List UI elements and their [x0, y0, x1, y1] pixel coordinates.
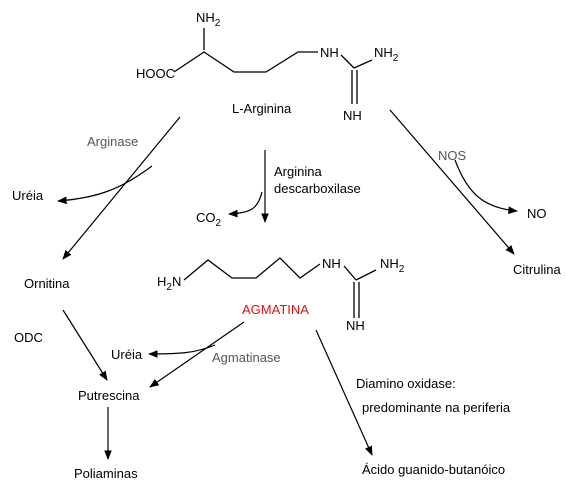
diamine-oxidase-arrow	[315, 329, 373, 456]
bond-line	[343, 265, 357, 281]
agmatine-name: AGMATINA	[242, 302, 309, 317]
co2-label: CO2	[196, 210, 222, 229]
citrulline-label: Citrulina	[513, 262, 561, 277]
decarboxylase-label-2: descarboxilase	[274, 181, 361, 196]
decarboxylase-branch: Arginina descarboxilase CO2	[196, 150, 361, 229]
arginine-name: L-Arginina	[232, 101, 292, 116]
diamine-oxidase-label-1: Diamino oxidase:	[356, 376, 456, 391]
nos-arrow	[389, 109, 515, 255]
agmatine-h2n: H2N	[157, 274, 181, 293]
agmatinase-byproduct-arrow	[148, 344, 216, 358]
agmatine-nh2: NH2	[380, 256, 405, 275]
odc-arrow	[62, 309, 108, 381]
agmatine-nh: NH	[322, 256, 341, 271]
diamine-oxidase-branch: Diamino oxidase: predominante na perifer…	[315, 329, 511, 477]
arginine-nh2-right: NH2	[374, 45, 399, 64]
arginine-nh-bottom: NH	[343, 108, 362, 123]
arginine-nh: NH	[320, 45, 339, 60]
arginine-hooc: HOOC	[136, 66, 175, 81]
agmatine-nh-bottom: NH	[346, 318, 365, 333]
agmatine-structure: H2N NH NH2 NH AGMATINA	[157, 256, 405, 333]
nos-branch: NOS NO Citrulina	[389, 109, 561, 277]
putrescine-label: Putrescina	[78, 388, 140, 403]
arginine-nh2-top: NH2	[196, 10, 221, 29]
arginase-branch: Arginase Uréia Ornitina	[12, 116, 181, 291]
bond-line	[355, 269, 377, 281]
arginase-byproduct-arrow	[57, 165, 153, 205]
agmatinase-label: Agmatinase	[212, 350, 281, 365]
odc-branch: ODC Putrescina Poliaminas	[14, 309, 140, 481]
arginase-label: Arginase	[87, 134, 138, 149]
polyamines-label: Poliaminas	[74, 466, 138, 481]
arginine-structure: NH2 HOOC NH NH2 NH L-Arginina	[136, 10, 399, 123]
agmatinase-byproduct: Uréia	[111, 347, 143, 362]
diamine-oxidase-label-2: predominante na periferia	[362, 400, 511, 415]
arginase-byproduct: Uréia	[12, 188, 44, 203]
bond-line	[340, 54, 355, 69]
bond-line	[353, 59, 373, 69]
no-arrow	[454, 159, 518, 215]
arginase-arrow	[62, 116, 181, 260]
no-label: NO	[527, 206, 547, 221]
arginine-chain	[173, 51, 318, 73]
ornithine-label: Ornitina	[24, 276, 70, 291]
agmatinase-arrow	[149, 321, 245, 388]
odc-label: ODC	[14, 330, 43, 345]
agmatinase-branch: Agmatinase Uréia	[111, 321, 281, 388]
nos-label: NOS	[438, 148, 467, 163]
decarboxylase-label-1: Arginina	[274, 164, 322, 179]
guanidobutanoic-acid-label: Ácido guanido-butanóico	[362, 462, 505, 477]
agmatine-chain	[183, 257, 321, 281]
co2-arrow	[228, 191, 263, 218]
